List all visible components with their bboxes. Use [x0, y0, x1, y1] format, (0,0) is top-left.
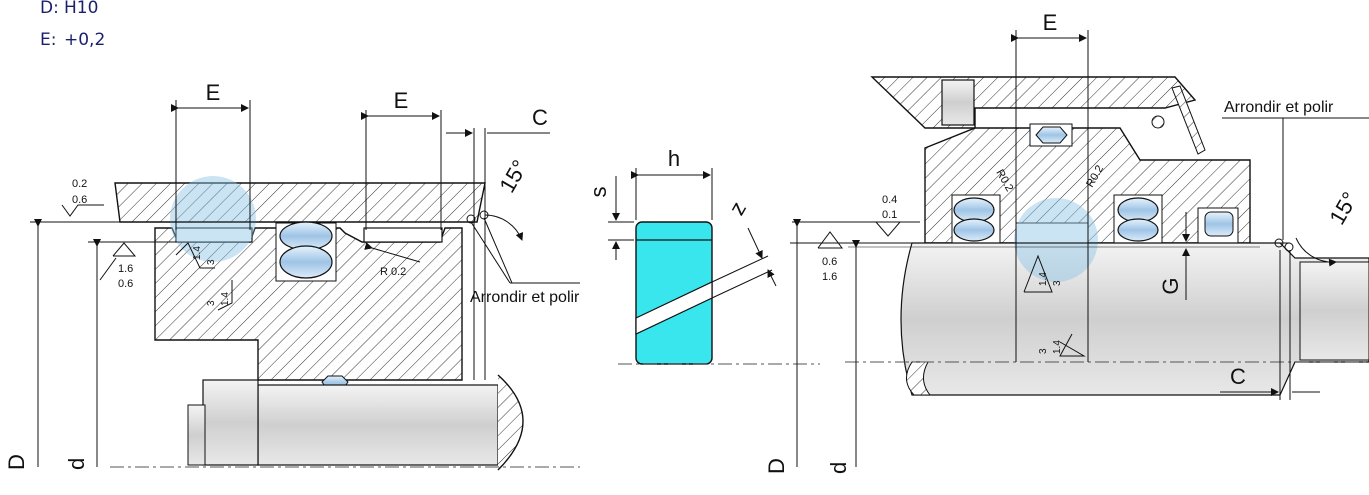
svg-text:3: 3	[1038, 348, 1049, 354]
dim-C-left: C	[532, 105, 548, 130]
wiper-seal	[1035, 126, 1068, 144]
tolerance-value: H10	[64, 0, 99, 18]
svg-text:0.2: 0.2	[72, 178, 87, 190]
guide-ring	[1204, 211, 1234, 237]
angle-right: 15°	[1324, 188, 1362, 229]
finish-symbol: 0.4 0.1	[875, 194, 920, 237]
dim-s: s	[586, 187, 611, 198]
groove-right	[363, 227, 443, 243]
tolerance-row-E: E: +0,2	[40, 30, 105, 50]
finish-symbol: 1.4 3	[1023, 254, 1063, 293]
dim-D-right: D	[764, 458, 789, 474]
oring-bottom	[279, 245, 333, 279]
dim-E-left-2: E	[394, 88, 409, 113]
rod-lower	[257, 384, 499, 466]
right-section-view: D d E R0.2 R0.2 G C Arrondir et polir 15…	[764, 10, 1369, 474]
dim-E-left-1: E	[206, 80, 221, 105]
dim-h: h	[668, 146, 680, 171]
svg-text:3: 3	[206, 259, 217, 265]
svg-text:0.6: 0.6	[118, 278, 133, 290]
svg-text:1.6: 1.6	[822, 271, 837, 283]
svg-text:0.6: 0.6	[822, 256, 837, 268]
svg-text:0.6: 0.6	[72, 194, 87, 206]
dim-d-left: d	[64, 458, 89, 470]
finish-symbol: 1.6 0.6	[99, 242, 137, 290]
hex-nut	[202, 379, 259, 466]
highlight-marker	[1014, 198, 1098, 282]
svg-text:1.4: 1.4	[1052, 340, 1063, 354]
dim-D-left: D	[4, 454, 29, 470]
lock-spring	[1171, 85, 1206, 155]
svg-text:1.4: 1.4	[220, 292, 231, 306]
svg-text:3: 3	[1052, 280, 1063, 286]
note-round-polish-right: Arrondir et polir	[1224, 99, 1334, 116]
angle-left: 15°	[494, 156, 532, 197]
note-round-polish-left: Arrondir et polir	[470, 289, 580, 306]
spring-wire	[1151, 115, 1165, 129]
seal-ring-right-b	[1117, 218, 1159, 242]
finish-symbol: 3 1.4	[206, 280, 233, 311]
finish-symbol: 0.6 1.6	[817, 231, 843, 283]
ring-profile-view: h s z	[586, 146, 820, 365]
tolerance-key: E:	[40, 30, 57, 50]
dim-C-right: C	[1230, 364, 1246, 389]
finish-symbol: 3 1.4	[1038, 333, 1086, 357]
svg-text:1.6: 1.6	[118, 263, 133, 275]
highlight-marker	[170, 176, 256, 262]
housing-top-plate	[114, 182, 486, 223]
shaft-end	[1299, 261, 1369, 361]
dim-G: G	[1158, 277, 1183, 294]
left-section-view: D d E E C 15° Arrondir et polir R 0.2	[4, 80, 580, 471]
dim-E-right: E	[1043, 10, 1058, 35]
svg-text:3: 3	[206, 300, 217, 306]
seal-ring-left-b	[953, 218, 995, 242]
tolerance-row-D: D: H10	[40, 0, 98, 18]
finish-symbol: 1.4 3	[175, 242, 217, 269]
shaft-cut	[906, 361, 932, 396]
dim-d-right: d	[826, 462, 851, 474]
washer	[187, 404, 206, 466]
groove-left	[175, 227, 253, 243]
tolerance-value: +0,2	[64, 30, 106, 50]
dim-z: z	[724, 197, 751, 219]
svg-text:0.4: 0.4	[882, 194, 897, 206]
finish-symbol: 0.2 0.6	[61, 178, 104, 217]
svg-text:1.4: 1.4	[1038, 272, 1049, 286]
shaft	[900, 242, 1369, 396]
svg-text:0.1: 0.1	[882, 209, 897, 221]
locating-pin	[941, 79, 975, 126]
rod-end-cut	[497, 374, 524, 471]
tolerance-key: D:	[40, 0, 59, 18]
cover-plate	[870, 76, 1197, 129]
radius-left: R 0.2	[380, 266, 406, 278]
svg-text:1.4: 1.4	[192, 246, 203, 260]
